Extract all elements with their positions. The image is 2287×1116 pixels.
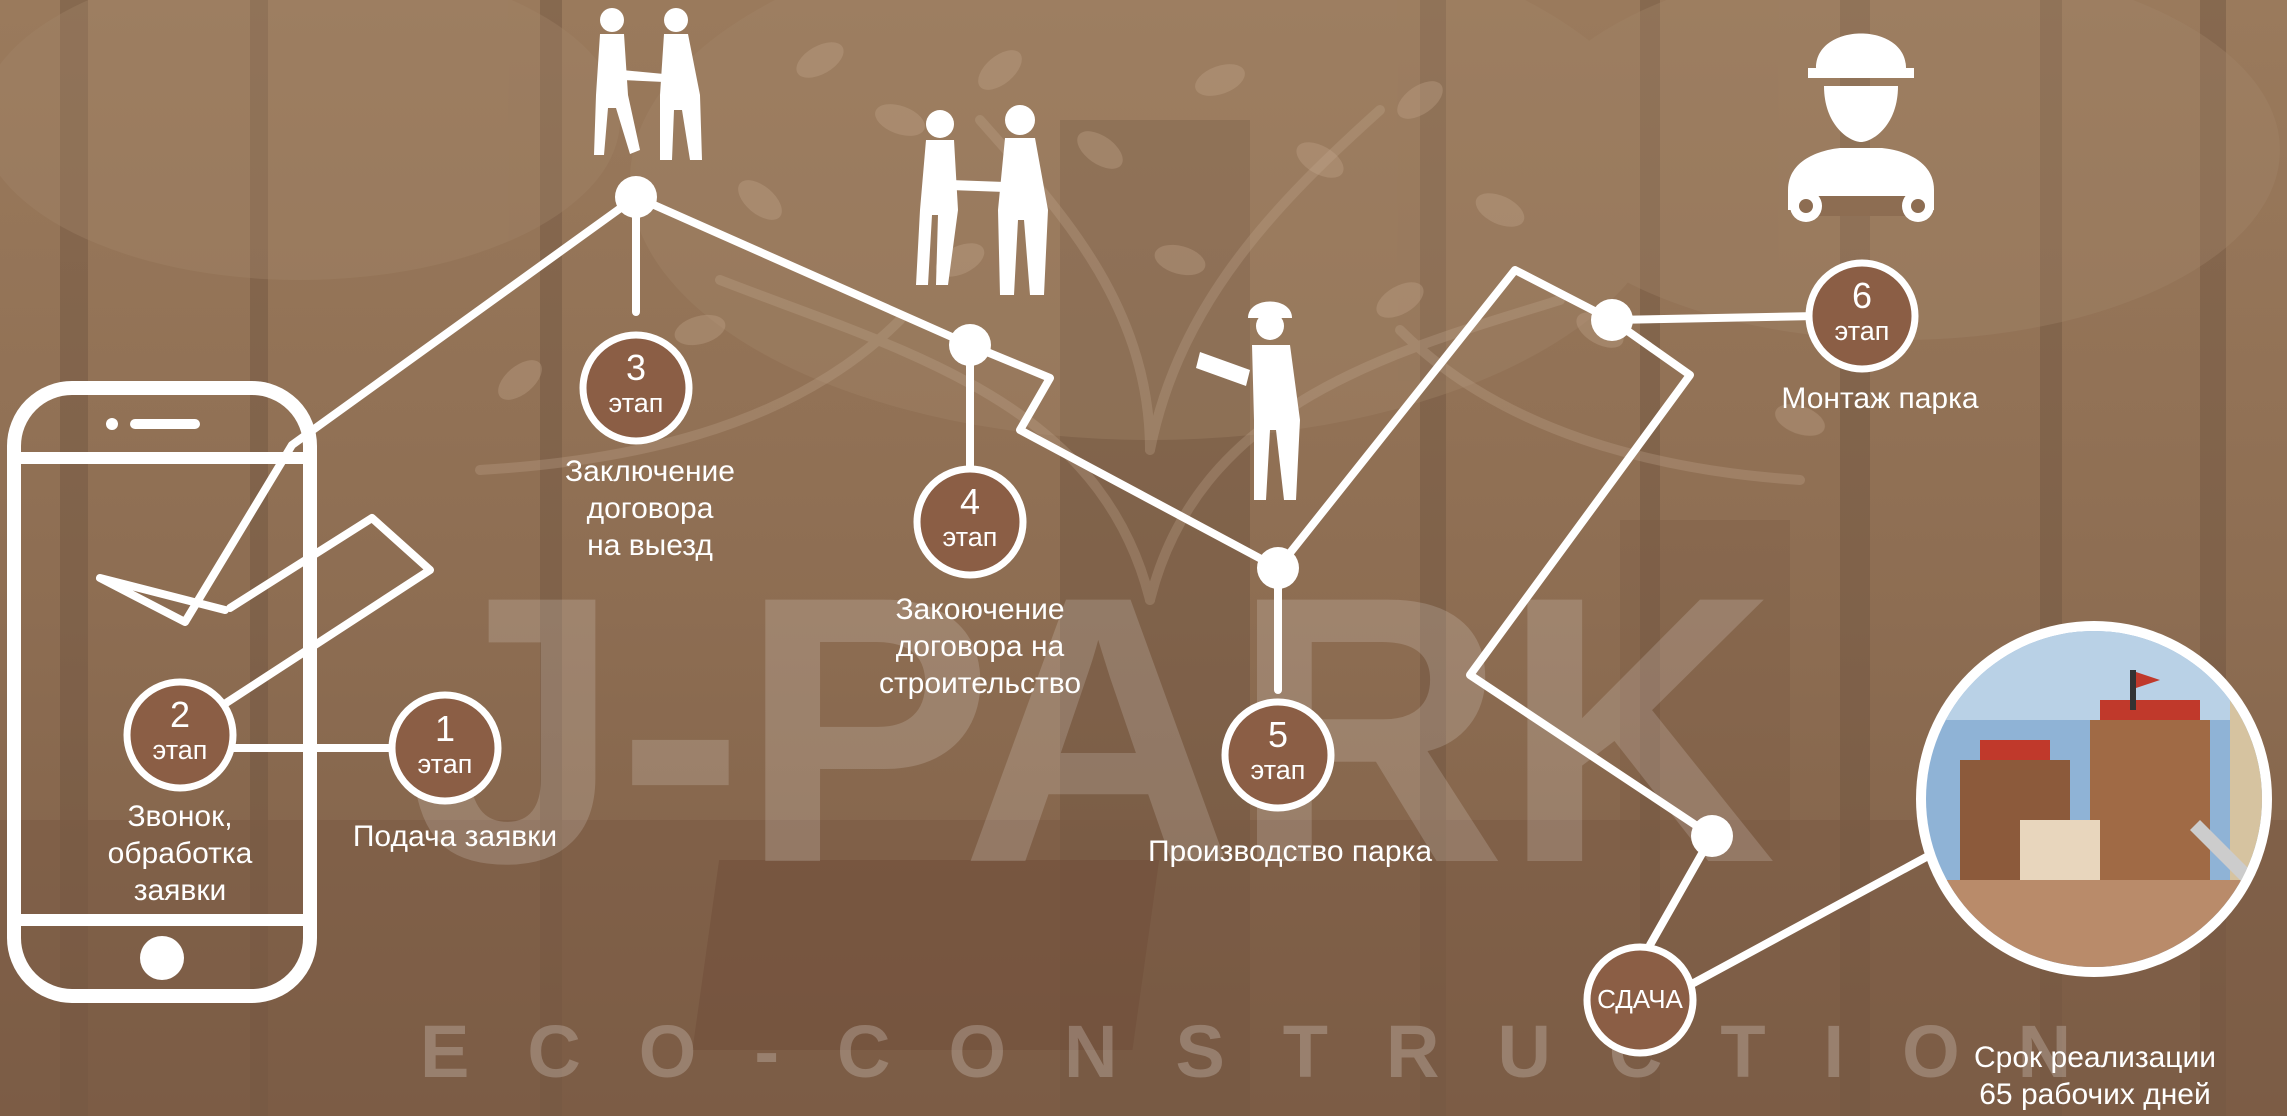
engineer-icon (1196, 301, 1300, 500)
stage-2-description: Звонок, обработка заявки (107, 800, 253, 907)
brand-tagline: ECO-CONSTRUCTION (420, 1010, 2130, 1093)
stage-6-description: Монтаж парка (1781, 382, 1979, 415)
stage-1-word: этап (417, 749, 473, 779)
stage-node-4 (913, 465, 1027, 579)
stage-4-word: этап (942, 522, 998, 552)
stage-2-word: этап (152, 735, 208, 765)
stage-node-1 (388, 691, 502, 805)
playground-photo (1916, 621, 2272, 977)
deadline-note: Срок реализации 65 рабочих дней (1974, 1041, 2216, 1111)
builder-icon (1788, 33, 1934, 222)
junction-dot (949, 324, 991, 366)
stage-4-description: Закоючение договора на строительство (878, 593, 1082, 700)
stage-node-6 (1805, 259, 1919, 373)
stage-node-3 (579, 331, 693, 445)
stage-3-number: 3 (625, 347, 647, 388)
stage-3-description: Заключение договора на выезд (565, 455, 735, 562)
stage-6-word: этап (1834, 316, 1890, 346)
stage-5-number: 5 (1267, 714, 1289, 755)
final-node-label: СДАЧА (1597, 984, 1683, 1014)
stage-3-word: этап (608, 388, 664, 418)
handshake-icon (916, 105, 1048, 295)
junction-dot (1591, 299, 1633, 341)
stage-node-5 (1221, 698, 1335, 812)
stage-5-word: этап (1250, 755, 1306, 785)
handshake-icon (594, 8, 702, 160)
stage-2-number: 2 (169, 694, 191, 735)
connector-lines (96, 193, 1934, 989)
stage-6-number: 6 (1851, 275, 1873, 316)
junction-dot (1257, 547, 1299, 589)
stage-4-number: 4 (959, 481, 981, 522)
stage-1-description: Подача заявки (352, 820, 558, 853)
stage-5-description: Производство парка (1147, 835, 1433, 868)
stage-1-number: 1 (434, 708, 456, 749)
smartphone-icon (7, 381, 317, 1003)
stage-node-2 (123, 678, 237, 792)
final-node (1583, 943, 1697, 1057)
junction-dot (1691, 815, 1733, 857)
junction-dot (615, 176, 657, 218)
